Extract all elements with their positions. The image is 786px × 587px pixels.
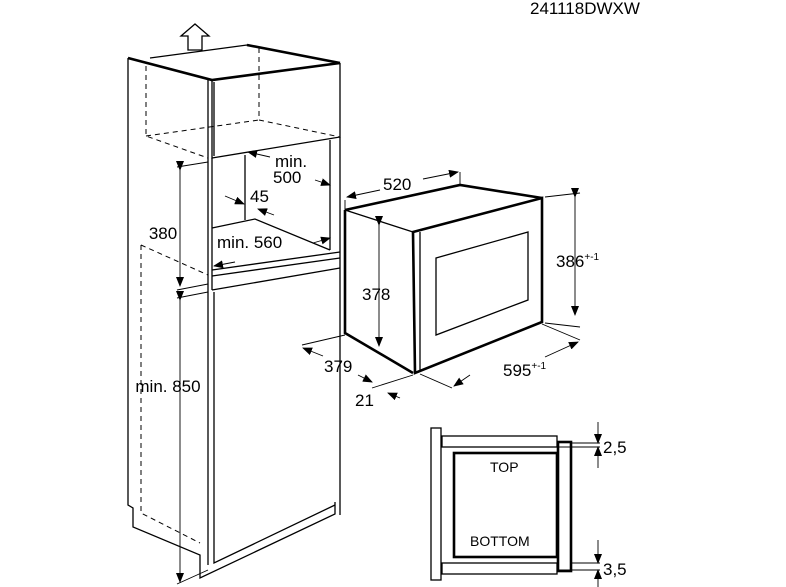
oven-front-width-dimension: 595+-1 [503,361,547,380]
top-label: TOP [490,459,519,475]
oven [301,169,581,401]
oven-front-height-dimension: 386+-1 [556,252,600,271]
section-detail [430,422,602,587]
oven-body-height-dimension: 378 [362,285,390,304]
gap-dimension: 45 [250,187,269,206]
bottom-label: BOTTOM [470,533,530,549]
niche-depth-value: 500 [273,168,301,187]
oven-front-height-value: 386 [556,252,584,271]
base-height-dimension: min. 850 [135,377,200,396]
model-code: 241118DWXW [530,0,640,18]
oven-front-width-tolerance: +-1 [531,361,546,372]
top-gap-dimension: 2,5 [603,438,627,457]
bottom-gap-dimension: 3,5 [603,560,627,579]
oven-side-depth-dimension: 379 [324,357,352,376]
oven-front-width-value: 595 [503,361,531,380]
front-thickness-dimension: 21 [355,391,374,410]
oven-front-height-tolerance: +-1 [584,252,599,263]
oven-depth-dimension: 520 [383,175,411,194]
niche-height-dimension: 380 [149,224,177,243]
cabinet [127,23,341,585]
vent-up-arrow-icon [179,23,211,51]
niche-depth-label: min. [275,152,307,171]
niche-width-dimension: min. 560 [217,233,282,252]
